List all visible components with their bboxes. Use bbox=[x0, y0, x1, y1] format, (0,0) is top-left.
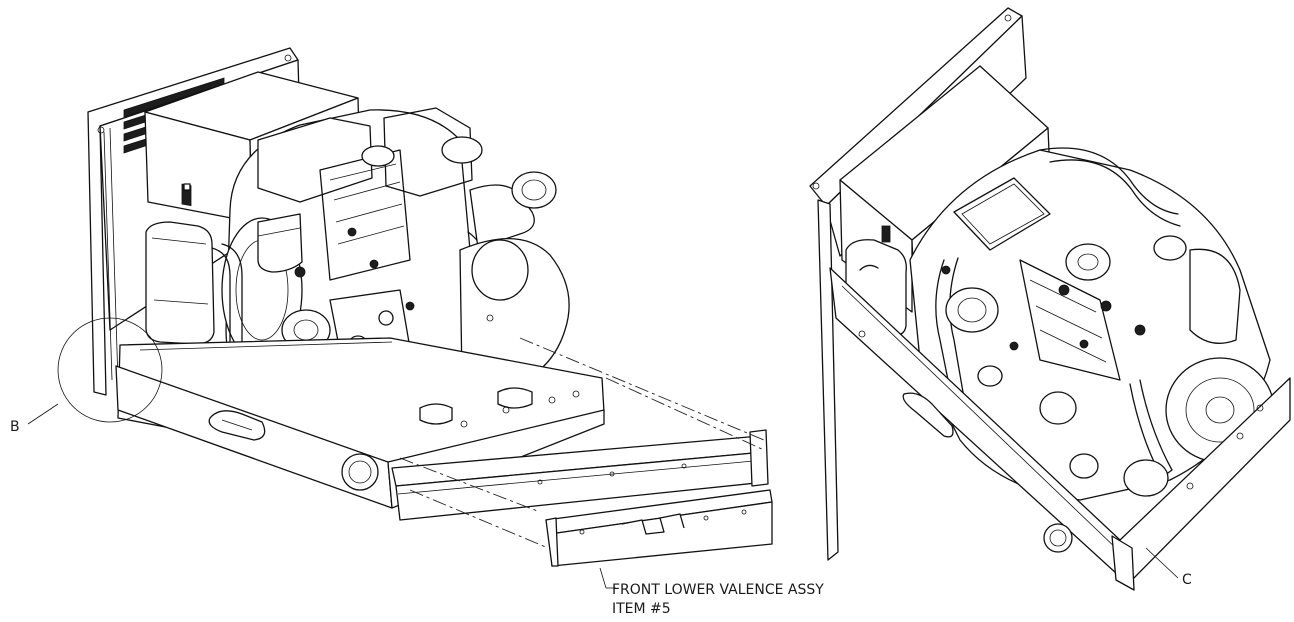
valence-drawer bbox=[391, 429, 769, 521]
left-generator-view bbox=[27, 47, 773, 567]
detail-c-leader bbox=[1145, 547, 1179, 579]
detail-b-label: B bbox=[10, 419, 20, 435]
valence-callout-line2: ITEM #5 bbox=[612, 601, 671, 617]
detail-c-label: C bbox=[1182, 572, 1192, 588]
heat-exchanger bbox=[459, 171, 570, 389]
right-generator-view bbox=[809, 7, 1291, 591]
right-base-frame bbox=[829, 267, 1291, 591]
valence-callout-line1: FRONT LOWER VALENCE ASSY bbox=[612, 582, 824, 598]
detail-b-marker bbox=[27, 317, 163, 425]
valence-leader bbox=[599, 567, 607, 589]
front-lower-valence-part bbox=[545, 489, 773, 567]
coolant-tank bbox=[145, 221, 215, 345]
right-engine bbox=[909, 147, 1275, 501]
explode-lines bbox=[399, 337, 765, 549]
